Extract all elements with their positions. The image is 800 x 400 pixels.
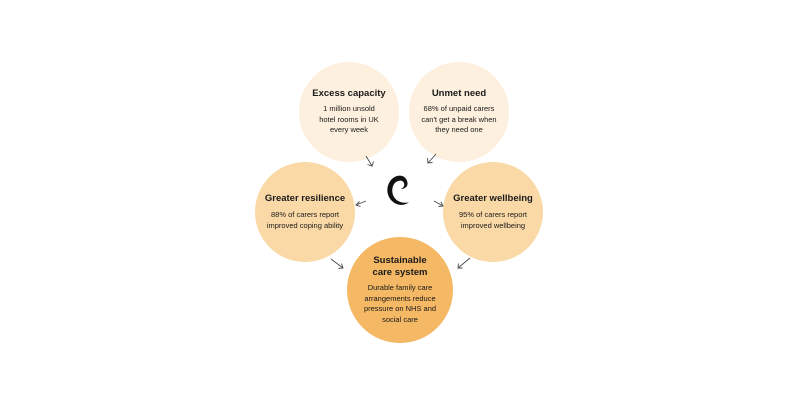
node-unmet-need-title: Unmet need: [431, 88, 487, 100]
node-excess-capacity-line: 1 million unsold: [323, 104, 375, 114]
node-excess-capacity-title: Excess capacity: [312, 88, 386, 100]
node-greater-wellbeing: Greater wellbeing 95% of carers report i…: [443, 162, 543, 262]
arrow-wellbeing-to-sustainable: [457, 257, 471, 269]
node-unmet-need-line: 68% of unpaid carers: [423, 104, 495, 114]
node-unmet-need-body: 68% of unpaid carers can't get a break w…: [421, 104, 496, 136]
node-greater-wellbeing-line: improved wellbeing: [460, 220, 526, 230]
node-greater-resilience-line: 88% of carers report: [271, 210, 339, 219]
node-sustainable-line: pressure on NHS and: [363, 304, 437, 313]
node-greater-resilience-body: 88% of carers report improved coping abi…: [267, 210, 343, 231]
arrow-center-to-wellbeing: [433, 200, 444, 207]
node-excess-capacity: Excess capacity 1 million unsold hotel r…: [299, 62, 399, 162]
node-unmet-need-line: can't get a break when: [421, 114, 497, 124]
node-sustainable-line: social care: [382, 314, 418, 324]
node-greater-resilience: Greater resilience 88% of carers report …: [255, 162, 355, 262]
node-greater-wellbeing-body: 95% of carers report improved wellbeing: [459, 210, 527, 231]
node-greater-resilience-line: improved coping ability: [266, 220, 344, 230]
node-sustainable-title-line: Sustainable: [373, 255, 427, 266]
node-sustainable-care-system: Sustainable care system Durable family c…: [347, 237, 453, 343]
node-greater-wellbeing-line: 95% of carers report: [459, 210, 527, 219]
node-sustainable-care-system-title: Sustainable care system: [373, 255, 428, 279]
arrow-resilience-to-sustainable: [330, 258, 344, 269]
node-greater-resilience-title: Greater resilience: [264, 193, 346, 204]
node-excess-capacity-line: every week: [330, 125, 368, 135]
node-sustainable-line: arrangements reduce: [364, 293, 436, 303]
node-unmet-need: Unmet need 68% of unpaid carers can't ge…: [409, 62, 509, 162]
brand-logo-c-icon: [387, 175, 409, 205]
node-greater-wellbeing-title: Greater wellbeing: [453, 193, 533, 204]
node-sustainable-title-line: care system: [372, 267, 428, 278]
node-sustainable-line: Durable family care: [367, 283, 433, 292]
node-excess-capacity-line: hotel rooms in UK: [319, 114, 379, 124]
node-excess-capacity-body: 1 million unsold hotel rooms in UK every…: [319, 104, 379, 136]
node-sustainable-care-system-body: Durable family care arrangements reduce …: [364, 283, 436, 325]
node-unmet-need-line: they need one: [435, 125, 483, 135]
arrow-center-to-resilience: [355, 200, 367, 207]
